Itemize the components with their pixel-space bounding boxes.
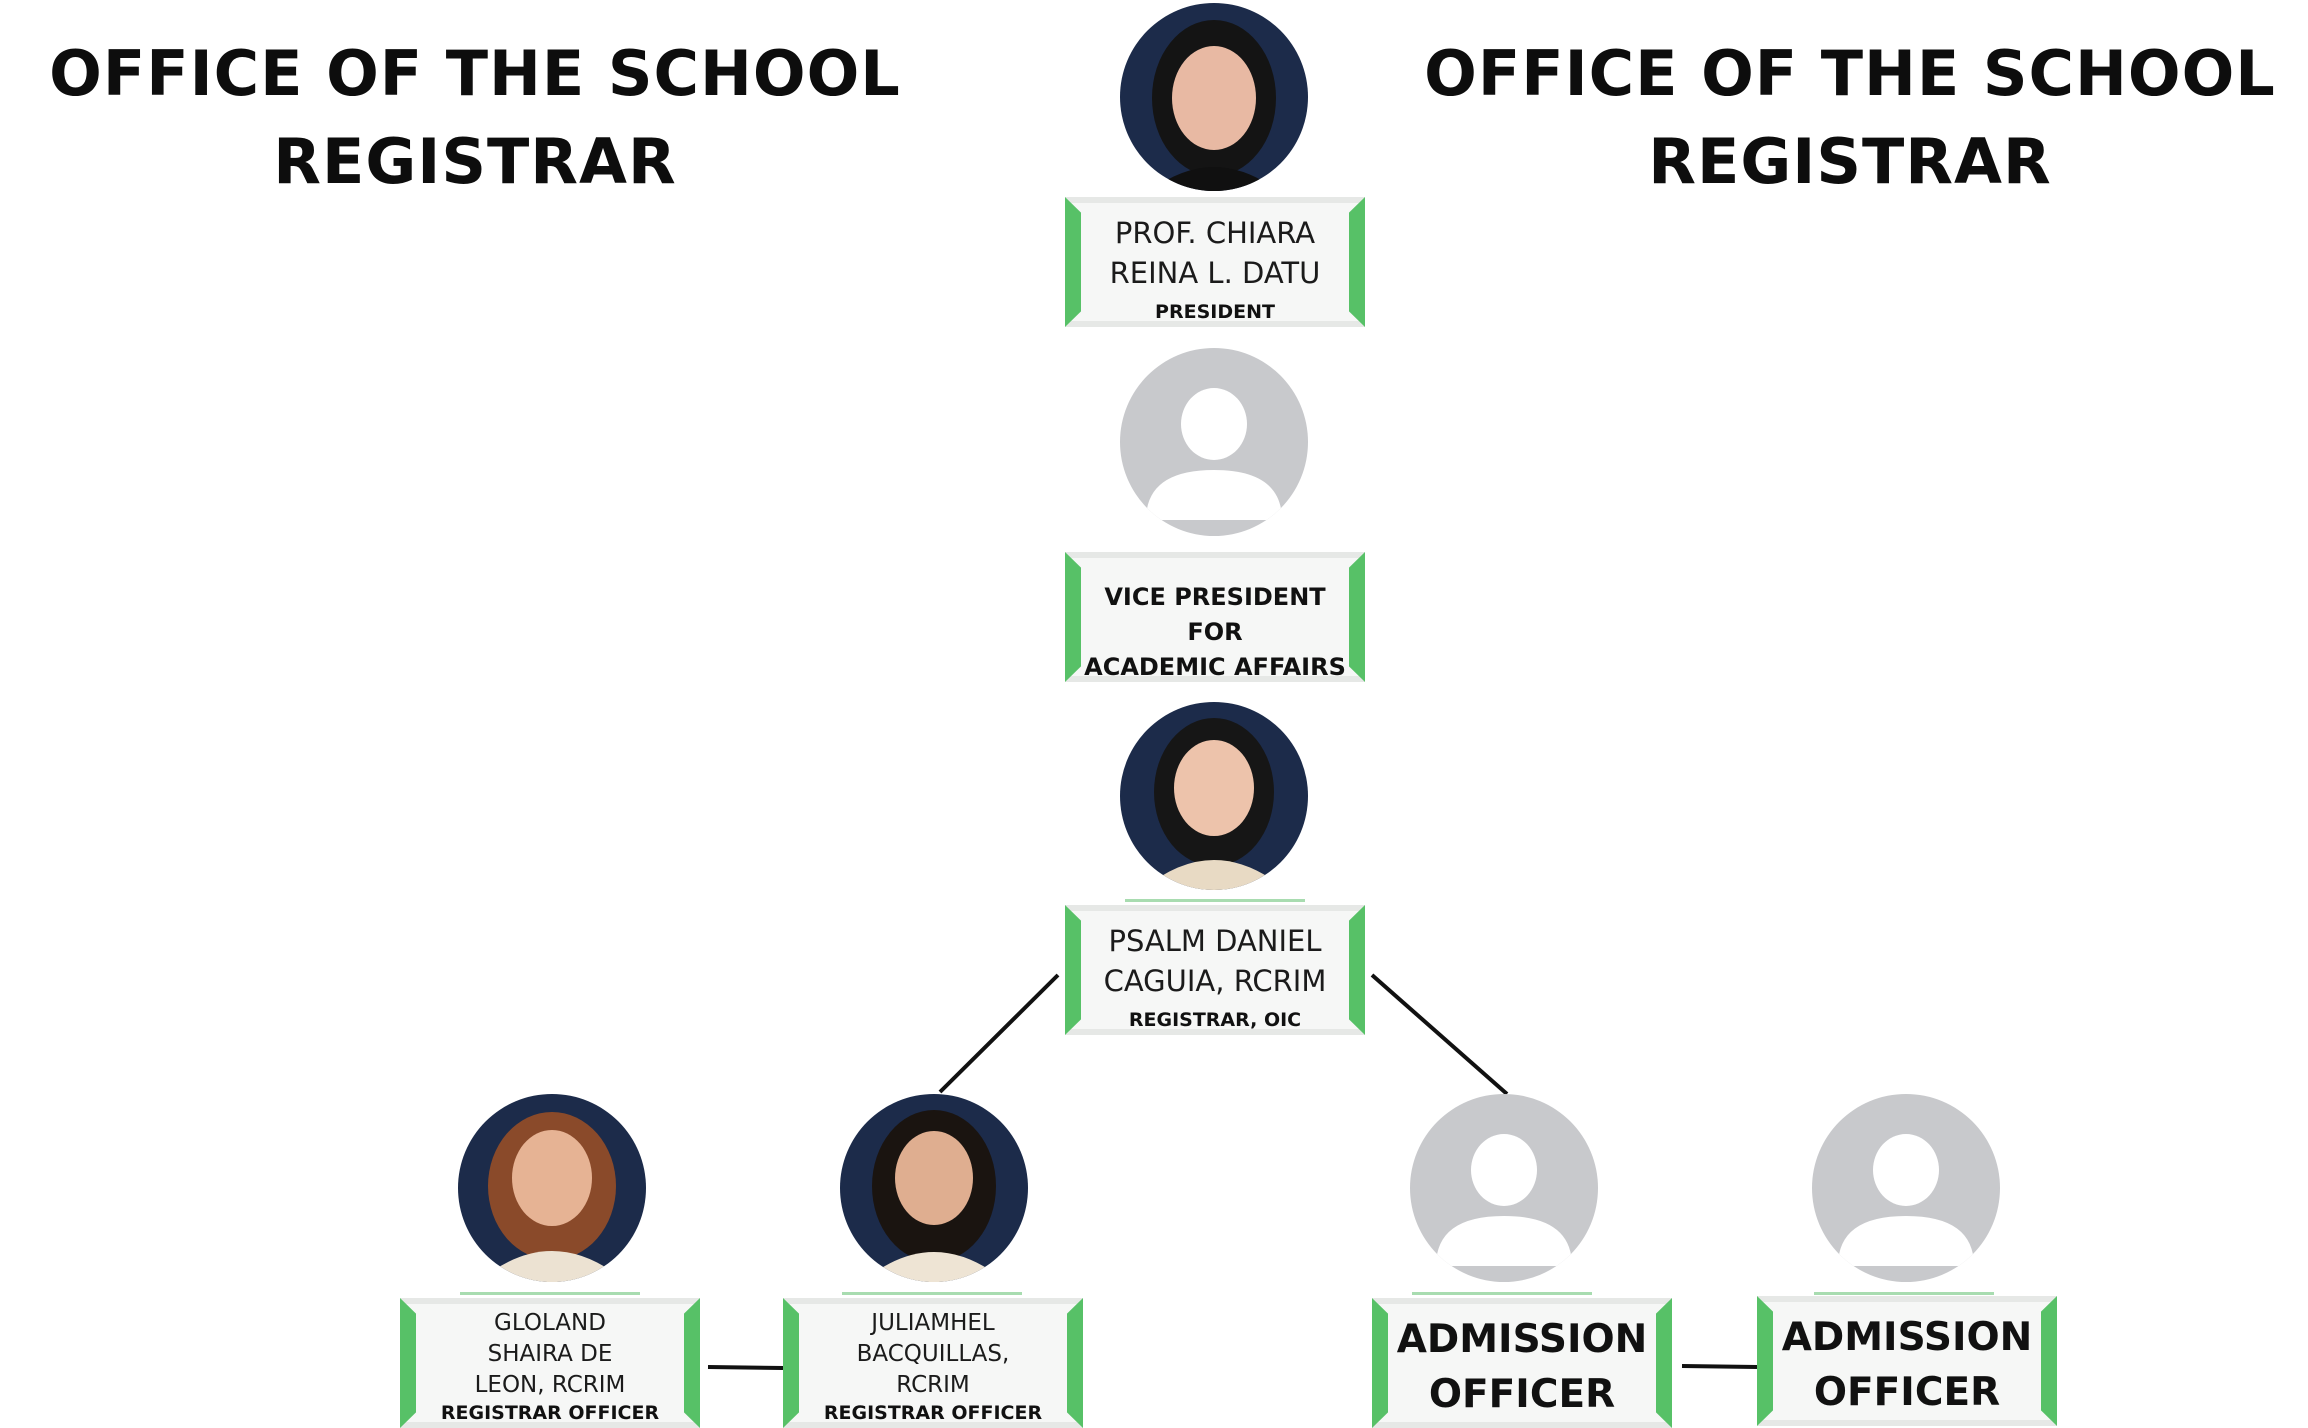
vice-president-placeholder-avatar (1120, 348, 1308, 536)
registrar-officer-1-name-line-1: GLOLAND (494, 1310, 606, 1336)
registrar-officer-1-name-line-2: SHAIRA DE (487, 1341, 613, 1367)
president-name: PROF. CHIARA REINA L. DATU (1085, 213, 1345, 293)
admission-officer-1-title-line-2: OFFICER (1428, 1372, 1616, 1417)
registrar-officer-1-role: REGISTRAR OFFICER (440, 1402, 660, 1424)
admission-officer-1-placeholder-avatar (1410, 1094, 1598, 1282)
president-card: PROF. CHIARA REINA L. DATU PRESIDENT (1065, 197, 1365, 327)
vice-president-title-line-1: VICE PRESIDENT FOR (1104, 583, 1326, 646)
connector-admission-to-admission (1681, 1364, 1758, 1369)
registrar-officer-2-accent-line (842, 1292, 1022, 1295)
registrar-accent-line (1125, 899, 1305, 902)
office-title-left: OFFICE OF THE SCHOOL REGISTRAR (25, 30, 925, 206)
connector-officer-to-officer (707, 1365, 784, 1370)
connector-registrar-to-admission (1370, 973, 1509, 1096)
registrar-officer-1-photo (458, 1094, 646, 1282)
president-name-line-1: PROF. CHIARA (1114, 216, 1316, 250)
admission-officer-2-accent-line (1814, 1292, 1994, 1295)
registrar-officer-1-name-line-3: LEON, RCRIM (474, 1372, 626, 1398)
office-title-right-line-1: OFFICE OF THE SCHOOL (1424, 37, 2276, 110)
registrar-card: PSALM DANIEL CAGUIA, RCRIM REGISTRAR, OI… (1065, 905, 1365, 1035)
president-photo (1120, 3, 1308, 191)
vice-president-title-line-2: ACADEMIC AFFAIRS (1084, 653, 1346, 681)
admission-officer-1-title-line-1: ADMISSION (1396, 1317, 1648, 1362)
registrar-officer-2-name-line-3: RCRIM (896, 1372, 970, 1398)
registrar-officer-1-card: GLOLAND SHAIRA DE LEON, RCRIM REGISTRAR … (400, 1298, 700, 1428)
admission-officer-1-accent-line (1412, 1292, 1592, 1295)
office-title-right: OFFICE OF THE SCHOOL REGISTRAR (1400, 30, 2300, 206)
admission-officer-2-title-line-1: ADMISSION (1781, 1315, 2033, 1360)
president-role: PRESIDENT (1155, 301, 1275, 323)
vice-president-title: VICE PRESIDENT FOR ACADEMIC AFFAIRS (1083, 580, 1347, 685)
registrar-name-line-1: PSALM DANIEL (1108, 924, 1322, 958)
registrar-officer-1-accent-line (460, 1292, 640, 1295)
admission-officer-1-card: ADMISSION OFFICER (1372, 1298, 1672, 1428)
registrar-officer-2-name: JULIAMHEL BACQUILLAS, RCRIM (803, 1308, 1063, 1401)
registrar-officer-2-name-line-1: JULIAMHEL (871, 1310, 995, 1336)
admission-officer-2-card: ADMISSION OFFICER (1757, 1296, 2057, 1426)
admission-officer-2-title: ADMISSION OFFICER (1775, 1310, 2039, 1420)
office-title-left-line-2: REGISTRAR (273, 125, 677, 198)
admission-officer-2-placeholder-avatar (1812, 1094, 2000, 1282)
admission-officer-1-title: ADMISSION OFFICER (1390, 1312, 1654, 1422)
registrar-name: PSALM DANIEL CAGUIA, RCRIM (1085, 921, 1345, 1001)
registrar-officer-2-photo (840, 1094, 1028, 1282)
vice-president-card: VICE PRESIDENT FOR ACADEMIC AFFAIRS (1065, 552, 1365, 682)
registrar-officer-1-name: GLOLAND SHAIRA DE LEON, RCRIM (420, 1308, 680, 1401)
office-title-left-line-1: OFFICE OF THE SCHOOL (49, 37, 901, 110)
president-name-line-2: REINA L. DATU (1109, 256, 1321, 290)
office-title-right-line-2: REGISTRAR (1648, 125, 2052, 198)
registrar-name-line-2: CAGUIA, RCRIM (1103, 964, 1327, 998)
connector-registrar-to-officer (938, 973, 1060, 1094)
registrar-officer-2-name-line-2: BACQUILLAS, (856, 1341, 1010, 1367)
registrar-role: REGISTRAR, OIC (1128, 1009, 1302, 1031)
admission-officer-2-title-line-2: OFFICER (1813, 1370, 2001, 1415)
registrar-officer-2-card: JULIAMHEL BACQUILLAS, RCRIM REGISTRAR OF… (783, 1298, 1083, 1428)
registrar-photo (1120, 702, 1308, 890)
registrar-officer-2-role: REGISTRAR OFFICER (823, 1402, 1043, 1424)
